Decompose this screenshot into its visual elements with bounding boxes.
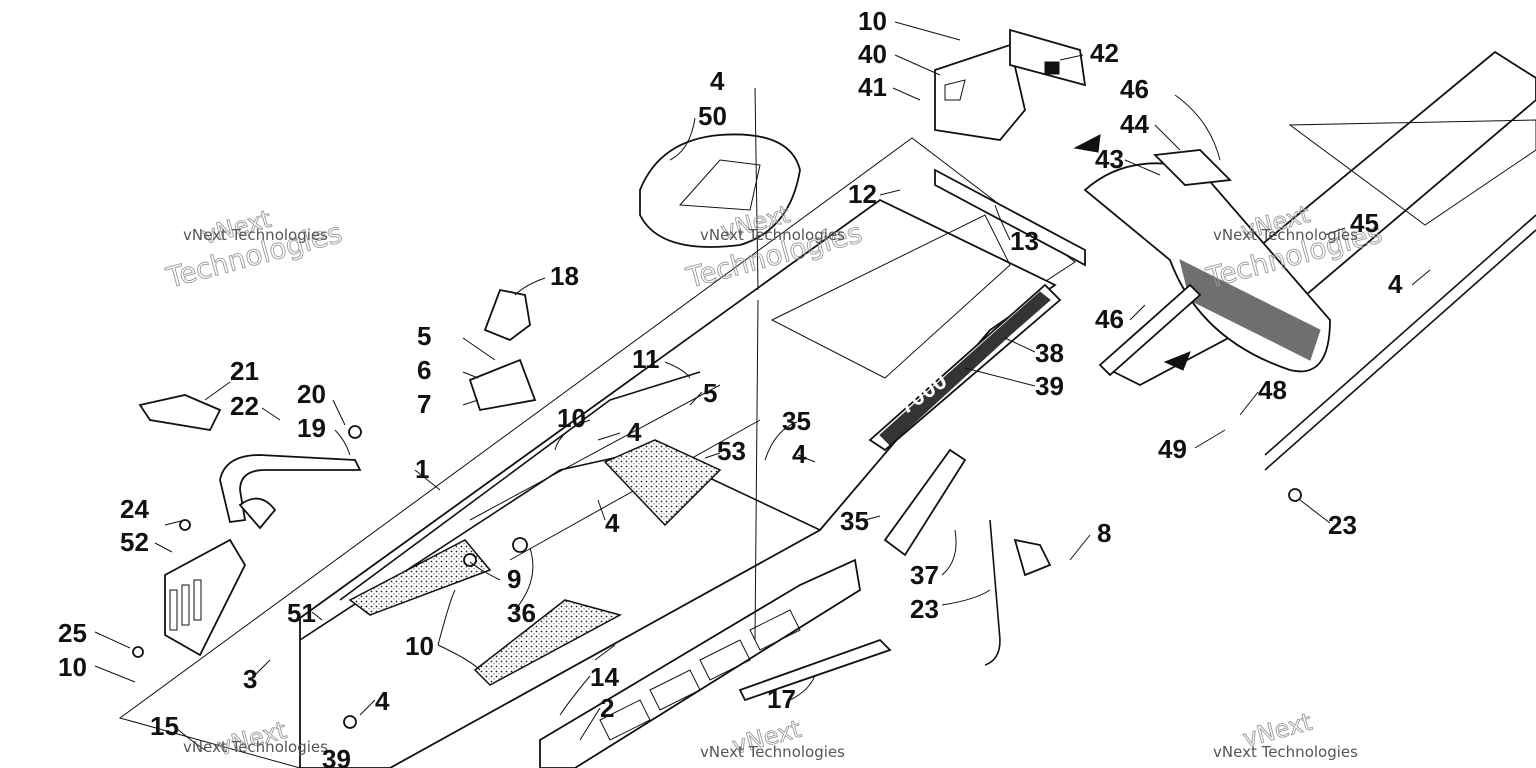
callout-label: 46 xyxy=(1120,74,1149,104)
callout-label: 39 xyxy=(1035,371,1064,401)
callout-label: 40 xyxy=(858,39,887,69)
callout-labels: 10 40 41 42 4 50 46 44 43 12 13 18 45 46… xyxy=(58,6,1403,768)
callout-label: 37 xyxy=(910,560,939,590)
callout-label: 25 xyxy=(58,618,87,648)
callout-label: 4 xyxy=(1388,269,1403,299)
watermark-caption-4: vNext Technologies xyxy=(183,738,328,756)
callout-label: 4 xyxy=(375,686,390,716)
rear-bars xyxy=(1098,283,1202,377)
callout-label: 53 xyxy=(717,436,746,466)
callout-label: 45 xyxy=(1350,208,1379,238)
callout-label: 52 xyxy=(120,527,149,557)
callout-label: 5 xyxy=(417,321,431,351)
callout-label: 48 xyxy=(1258,375,1287,405)
callout-label: 19 xyxy=(297,413,326,443)
callout-label: 15 xyxy=(150,711,179,741)
callout-label: 4 xyxy=(792,439,807,469)
watermark-caption-6: vNext Technologies xyxy=(1213,743,1358,761)
callout-label: 7 xyxy=(417,389,431,419)
callout-label: 51 xyxy=(287,598,316,628)
vent-bracket xyxy=(164,538,247,657)
watermark-caption-3: vNext Technologies xyxy=(1213,226,1358,244)
callout-label: 2 xyxy=(600,693,614,723)
callout-label: 10 xyxy=(557,403,586,433)
callout-label: 10 xyxy=(58,652,87,682)
watermark-caption-1: vNext Technologies xyxy=(183,226,328,244)
callout-label: 35 xyxy=(840,506,869,536)
callout-label: 18 xyxy=(550,261,579,291)
callout-label: 35 xyxy=(782,406,811,436)
callout-label: 4 xyxy=(605,508,620,538)
callout-label: 3 xyxy=(243,664,257,694)
callout-label: 46 xyxy=(1095,304,1124,334)
callout-label: 21 xyxy=(230,356,259,386)
callout-label: 50 xyxy=(698,101,727,131)
watermark-caption-5: vNext Technologies xyxy=(700,743,845,761)
callout-label: 44 xyxy=(1120,109,1149,139)
callout-label: 6 xyxy=(417,355,431,385)
callout-label: 1 xyxy=(415,454,429,484)
bracket-7 xyxy=(468,358,537,412)
support-strut xyxy=(883,448,1052,666)
callout-label: 14 xyxy=(590,662,619,692)
callout-label: 9 xyxy=(507,564,521,594)
callout-label: 8 xyxy=(1097,518,1111,548)
callout-label: 11 xyxy=(632,344,660,374)
callout-label: 23 xyxy=(1328,510,1357,540)
track-rail xyxy=(539,558,892,768)
callout-label: 10 xyxy=(405,631,434,661)
callout-label: 42 xyxy=(1090,38,1119,68)
fasteners xyxy=(132,425,1302,729)
callout-label: 17 xyxy=(767,684,796,714)
callout-label: 5 xyxy=(703,378,717,408)
callout-label: 43 xyxy=(1095,144,1124,174)
anti-slip-pads xyxy=(348,439,722,686)
cover-plate xyxy=(138,394,222,431)
seat-foam xyxy=(639,133,801,248)
callout-label: 39 xyxy=(322,744,351,768)
handle-cover xyxy=(483,288,531,342)
callout-label: 13 xyxy=(1010,226,1039,256)
snow-flap xyxy=(1083,149,1331,373)
callout-label: 4 xyxy=(627,417,642,447)
callout-label: 10 xyxy=(858,6,887,36)
callout-label: 49 xyxy=(1158,434,1187,464)
leader-lines xyxy=(94,21,1431,751)
callout-label: 12 xyxy=(848,179,877,209)
callout-label: 4 xyxy=(710,66,725,96)
callout-label: 38 xyxy=(1035,338,1064,368)
callout-label: 23 xyxy=(910,594,939,624)
callout-label: 41 xyxy=(858,72,887,102)
front-hook xyxy=(219,454,362,530)
callout-label: 24 xyxy=(120,494,149,524)
callout-label: 22 xyxy=(230,391,259,421)
rear-bracket xyxy=(934,168,1086,267)
taillight xyxy=(934,28,1087,141)
callout-label: 20 xyxy=(297,379,326,409)
watermark-caption-2: vNext Technologies xyxy=(700,226,845,244)
direction-arrows xyxy=(1073,134,1191,371)
callout-label: 36 xyxy=(507,598,536,628)
